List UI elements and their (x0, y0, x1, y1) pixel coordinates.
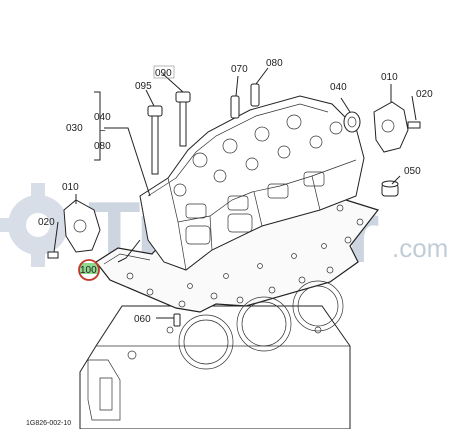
head-bolts (147, 91, 191, 175)
callout-040: 040 (330, 82, 347, 93)
leader-lines (53, 67, 417, 319)
bracket-range-end: 080 (94, 141, 111, 152)
head-ports (185, 171, 325, 245)
bracket-range-start: 040 (94, 112, 111, 123)
hanger-plate-left (47, 199, 101, 259)
callouts: 010 010 020 020 030 040 ~ 080 040 050 06… (38, 58, 433, 325)
gasket-holes (126, 202, 364, 308)
callout-020-right: 020 (416, 89, 433, 100)
figure-code: 1G826-002-10 (26, 420, 71, 427)
callout-090-box (153, 65, 175, 79)
plugs (343, 111, 399, 197)
hanger-plate-right (373, 101, 421, 153)
callout-090: 090 (155, 68, 172, 79)
callout-080: 080 (266, 58, 283, 69)
callout-060: 060 (134, 314, 151, 325)
watermark-suffix: .com (392, 233, 448, 263)
callout-010-right: 010 (381, 72, 398, 83)
callout-070: 070 (231, 64, 248, 75)
cylinder-head (139, 95, 365, 271)
callout-095: 095 (135, 81, 152, 92)
bolt-060 (173, 313, 181, 327)
callout-050: 050 (404, 166, 421, 177)
bracket-range-tilde: ~ (100, 126, 106, 137)
callout-100: 100 (80, 265, 97, 276)
callout-100-highlight (80, 263, 98, 274)
callout-020-left: 020 (38, 217, 55, 228)
callout-100-ring (78, 259, 100, 281)
callout-010-left: 010 (62, 182, 79, 193)
valve-guides (230, 83, 260, 119)
callout-030: 030 (66, 123, 83, 134)
head-bosses (173, 114, 343, 197)
